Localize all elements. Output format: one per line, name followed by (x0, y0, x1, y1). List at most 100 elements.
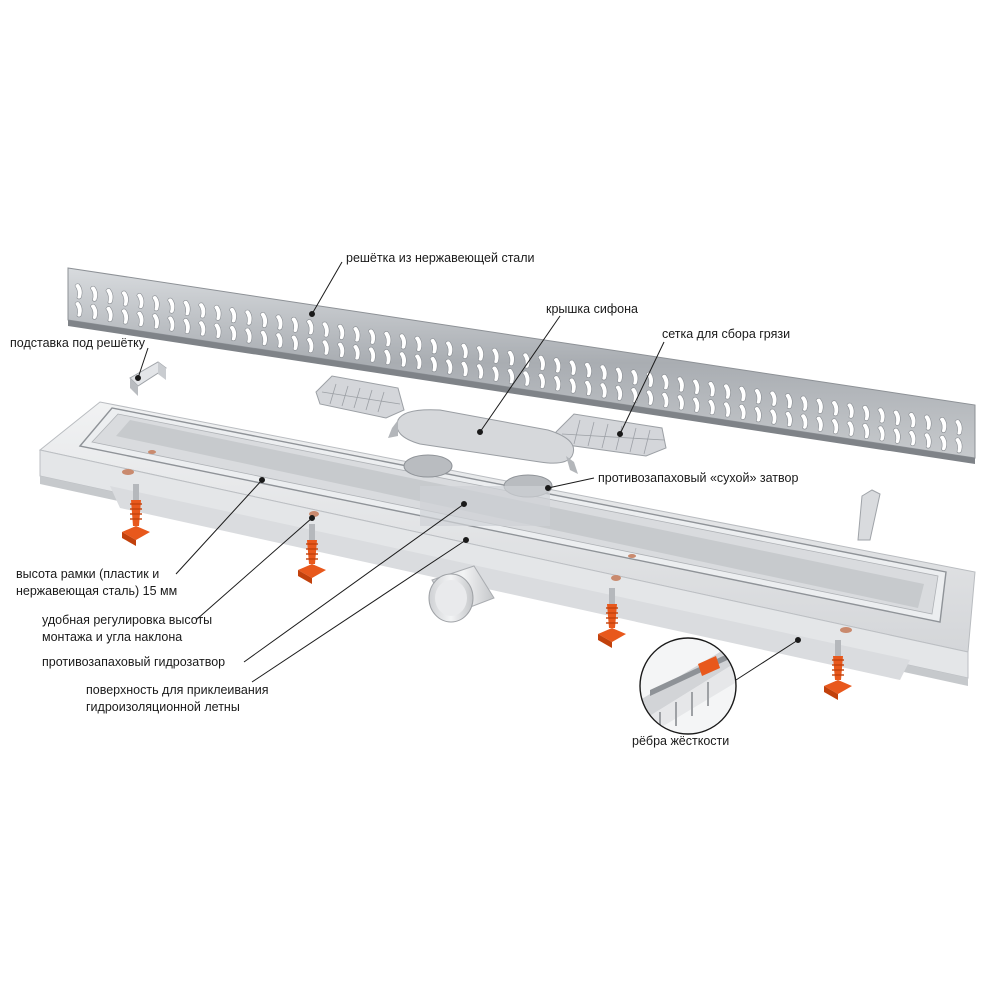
leader-height-adjust (195, 515, 315, 621)
grate-slot (537, 373, 546, 389)
grate-slot (892, 427, 901, 444)
label-frame-height-line2: нержавеющая сталь) 15 мм (16, 584, 178, 598)
grate-slot (815, 415, 824, 432)
grate-slot (800, 413, 809, 430)
grate-slot (661, 392, 670, 408)
grate-slot (105, 306, 114, 323)
label-grate: решётка из нержавеющей стали (346, 251, 535, 265)
grate-slot (584, 362, 592, 379)
dirt-mesh-right (555, 413, 667, 457)
grate-slot (676, 394, 685, 411)
grate-slot (445, 340, 453, 357)
label-surface-line1: поверхность для приклеивания (86, 683, 269, 697)
grate-slot (615, 384, 623, 401)
label-height-adjust-line2: монтажа и угла наклона (42, 630, 183, 644)
grate-slot (645, 389, 654, 406)
grate-slot (723, 401, 731, 418)
grate-slot (352, 344, 361, 361)
grate-slot (105, 288, 114, 305)
leader-siphon-cover (477, 315, 561, 435)
leader-dirt-mesh (617, 341, 665, 437)
grate-slot (877, 425, 886, 442)
grate-slot (290, 316, 299, 333)
grate-slot (738, 386, 747, 402)
adjustable-foot (824, 640, 852, 700)
grate-slot (892, 409, 901, 426)
grate-slot (537, 355, 546, 371)
grate-slot (229, 307, 237, 324)
grate-slot (923, 414, 932, 431)
grate-slot (676, 376, 685, 393)
leader-surface (251, 537, 469, 683)
grate-slot (846, 402, 855, 419)
grate-slot (198, 320, 206, 337)
grate-slot (182, 318, 191, 334)
grate-slot (414, 353, 423, 370)
grate-slot (259, 330, 268, 346)
grate-slots (74, 283, 963, 454)
label-frame-height-line1: высота рамки (пластик и (16, 567, 160, 581)
grate-slot (151, 313, 160, 330)
grate-slot (259, 312, 268, 328)
grate-slot (491, 347, 500, 364)
grate-slot (182, 300, 191, 316)
grate-slot (615, 366, 623, 383)
grate-slot (784, 411, 793, 428)
grate-slot (815, 397, 824, 414)
grate-slot (584, 380, 592, 397)
grate-slot (429, 338, 438, 355)
grate-slot (831, 400, 839, 417)
adjustable-foot (598, 588, 626, 648)
grate-slot (831, 418, 839, 435)
grate-slot (939, 417, 947, 433)
adjustable-foot (298, 524, 326, 584)
grate-slot (213, 322, 222, 339)
grate-slot (568, 359, 577, 376)
label-surface-line2: гидроизоляционной летны (86, 700, 240, 714)
grate-slot (707, 399, 716, 416)
leader-lines (135, 261, 801, 683)
label-frame-height: высота рамки (пластик и нержавеющая стал… (16, 566, 177, 600)
grate-slot (321, 321, 330, 338)
leader-water-seal (243, 501, 467, 663)
grate-slot (352, 326, 361, 343)
grate-slot (692, 378, 700, 395)
grate-slot (136, 310, 145, 327)
grate-slot (213, 304, 222, 321)
grate-slot (337, 324, 345, 340)
grate-slot (862, 423, 870, 439)
grate-slot (367, 328, 376, 345)
leader-ribs (735, 637, 801, 681)
grate-slot (800, 395, 809, 412)
label-siphon-cover: крышка сифона (546, 302, 638, 316)
grate-slot (599, 382, 608, 399)
grate-slot (445, 358, 453, 375)
label-height-adjust: удобная регулировка высоты монтажа и угл… (42, 612, 212, 646)
label-dirt-mesh: сетка для сбора грязи (662, 327, 791, 341)
leader-frame-height (175, 477, 265, 575)
leader-dry-seal (545, 477, 595, 491)
stainless-steel-grate (67, 267, 976, 464)
grate-slot (738, 404, 747, 420)
grate-slot (337, 342, 345, 358)
grate-slot (753, 388, 762, 405)
grate-slot (939, 435, 947, 451)
grate-slot (692, 396, 700, 413)
grate-slot (723, 383, 731, 400)
grate-slot (414, 335, 423, 352)
grate-slot (460, 343, 469, 359)
grate-slot (599, 364, 608, 381)
grate-slot (275, 332, 284, 349)
dry-seal-discs (403, 454, 553, 526)
grate-slot (553, 357, 562, 374)
grate-slot (90, 285, 98, 302)
grate-slot (306, 319, 315, 336)
grate-slot (244, 309, 253, 326)
grate-slot (74, 283, 83, 300)
siphon-cover (388, 409, 578, 474)
grate-slot (476, 345, 484, 362)
grate-slot (707, 381, 716, 398)
grate-slot (136, 292, 145, 309)
grate-slot (491, 365, 500, 382)
